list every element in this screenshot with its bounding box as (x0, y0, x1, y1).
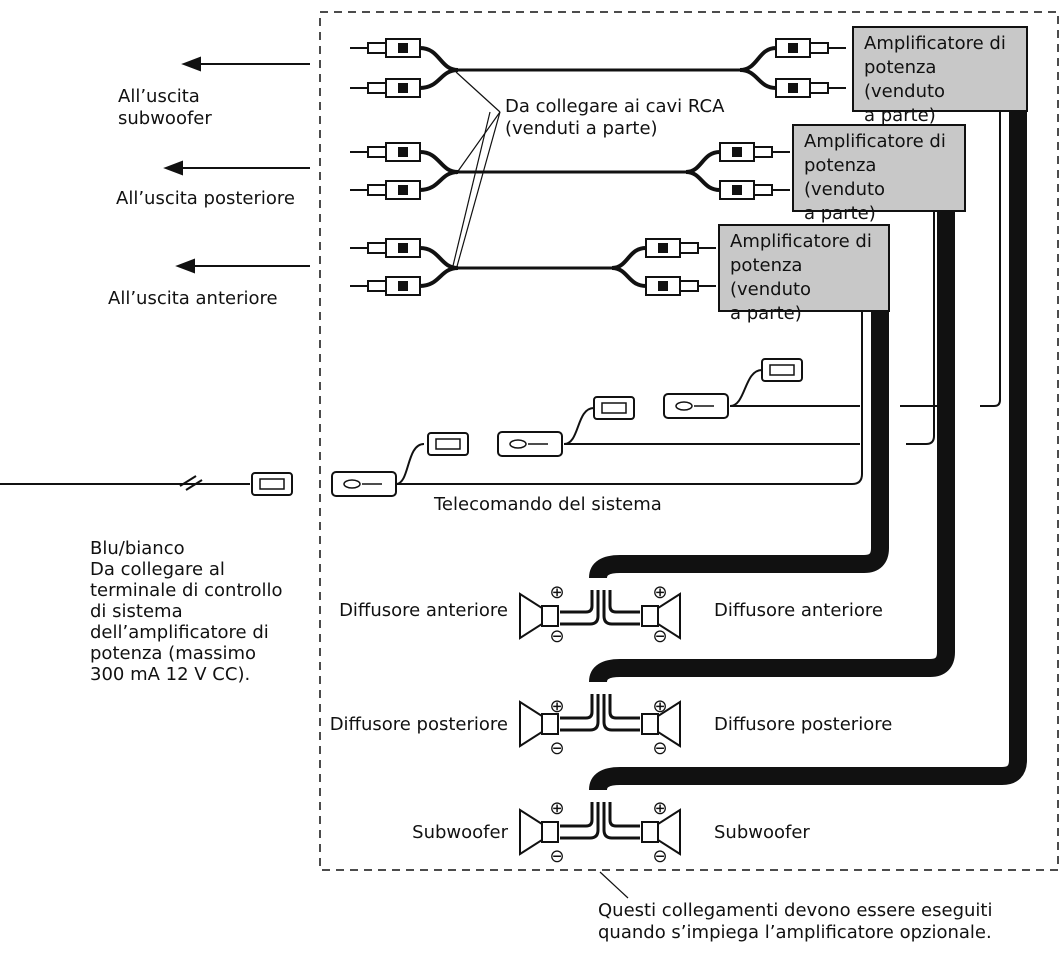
speaker-rear-right-label: Diffusore posteriore (714, 714, 893, 735)
svg-text:⊕: ⊕ (652, 696, 667, 717)
rca-pointer-lines (451, 71, 501, 271)
svg-text:⊖: ⊖ (549, 626, 564, 647)
svg-text:⊕: ⊕ (652, 798, 667, 819)
subwoofer-left-label: Subwoofer (412, 822, 508, 843)
subwoofer-right-label: Subwoofer (714, 822, 810, 843)
remote-connector-plug-4 (761, 358, 803, 382)
remote-connector-main (251, 472, 293, 496)
rca-cable-subwoofer (349, 38, 847, 98)
svg-text:⊖: ⊖ (652, 626, 667, 647)
rca-cable-rear (349, 142, 791, 200)
svg-text:⊕: ⊕ (549, 696, 564, 717)
svg-text:⊖: ⊖ (652, 846, 667, 867)
output-rear-label: All’uscita posteriore (116, 188, 295, 209)
polarity-symbols: ⊕ ⊖ ⊕ ⊖ ⊕ ⊖ ⊕ ⊖ ⊕ ⊖ ⊕ ⊖ (549, 582, 667, 867)
svg-text:⊖: ⊖ (549, 846, 564, 867)
remote-label: Telecomando del sistema (434, 494, 662, 515)
remote-connector-plug-3 (593, 396, 635, 420)
rca-note: Da collegare ai cavi RCA (venduti a part… (505, 96, 725, 139)
speaker-front-right-label: Diffusore anteriore (714, 600, 883, 621)
optional-amp-boundary (319, 11, 1059, 871)
svg-text:⊕: ⊕ (652, 582, 667, 603)
output-arrows (163, 56, 310, 274)
remote-connector-socket-3 (663, 393, 729, 419)
remote-connector-plug-2 (427, 432, 469, 456)
output-subwoofer-label: All’uscita subwoofer (118, 86, 212, 129)
speaker-front-left-label: Diffusore anteriore (339, 600, 508, 621)
svg-text:⊖: ⊖ (652, 738, 667, 759)
footnote: Questi collegamenti devono essere esegui… (598, 900, 993, 943)
remote-wires (0, 110, 1001, 491)
svg-text:⊕: ⊕ (549, 582, 564, 603)
amp-power-cables (589, 110, 1027, 791)
speaker-leads (560, 590, 640, 840)
remote-connector-socket-1 (331, 471, 397, 497)
rca-cable-front (349, 238, 717, 296)
wire-note: Blu/bianco Da collegare al terminale di … (90, 538, 283, 685)
svg-text:⊖: ⊖ (549, 738, 564, 759)
speaker-rear-left-label: Diffusore posteriore (329, 714, 508, 735)
output-front-label: All’uscita anteriore (108, 288, 278, 309)
svg-text:⊕: ⊕ (549, 798, 564, 819)
remote-connector-socket-2 (497, 431, 563, 457)
footnote-pointer (599, 871, 629, 899)
